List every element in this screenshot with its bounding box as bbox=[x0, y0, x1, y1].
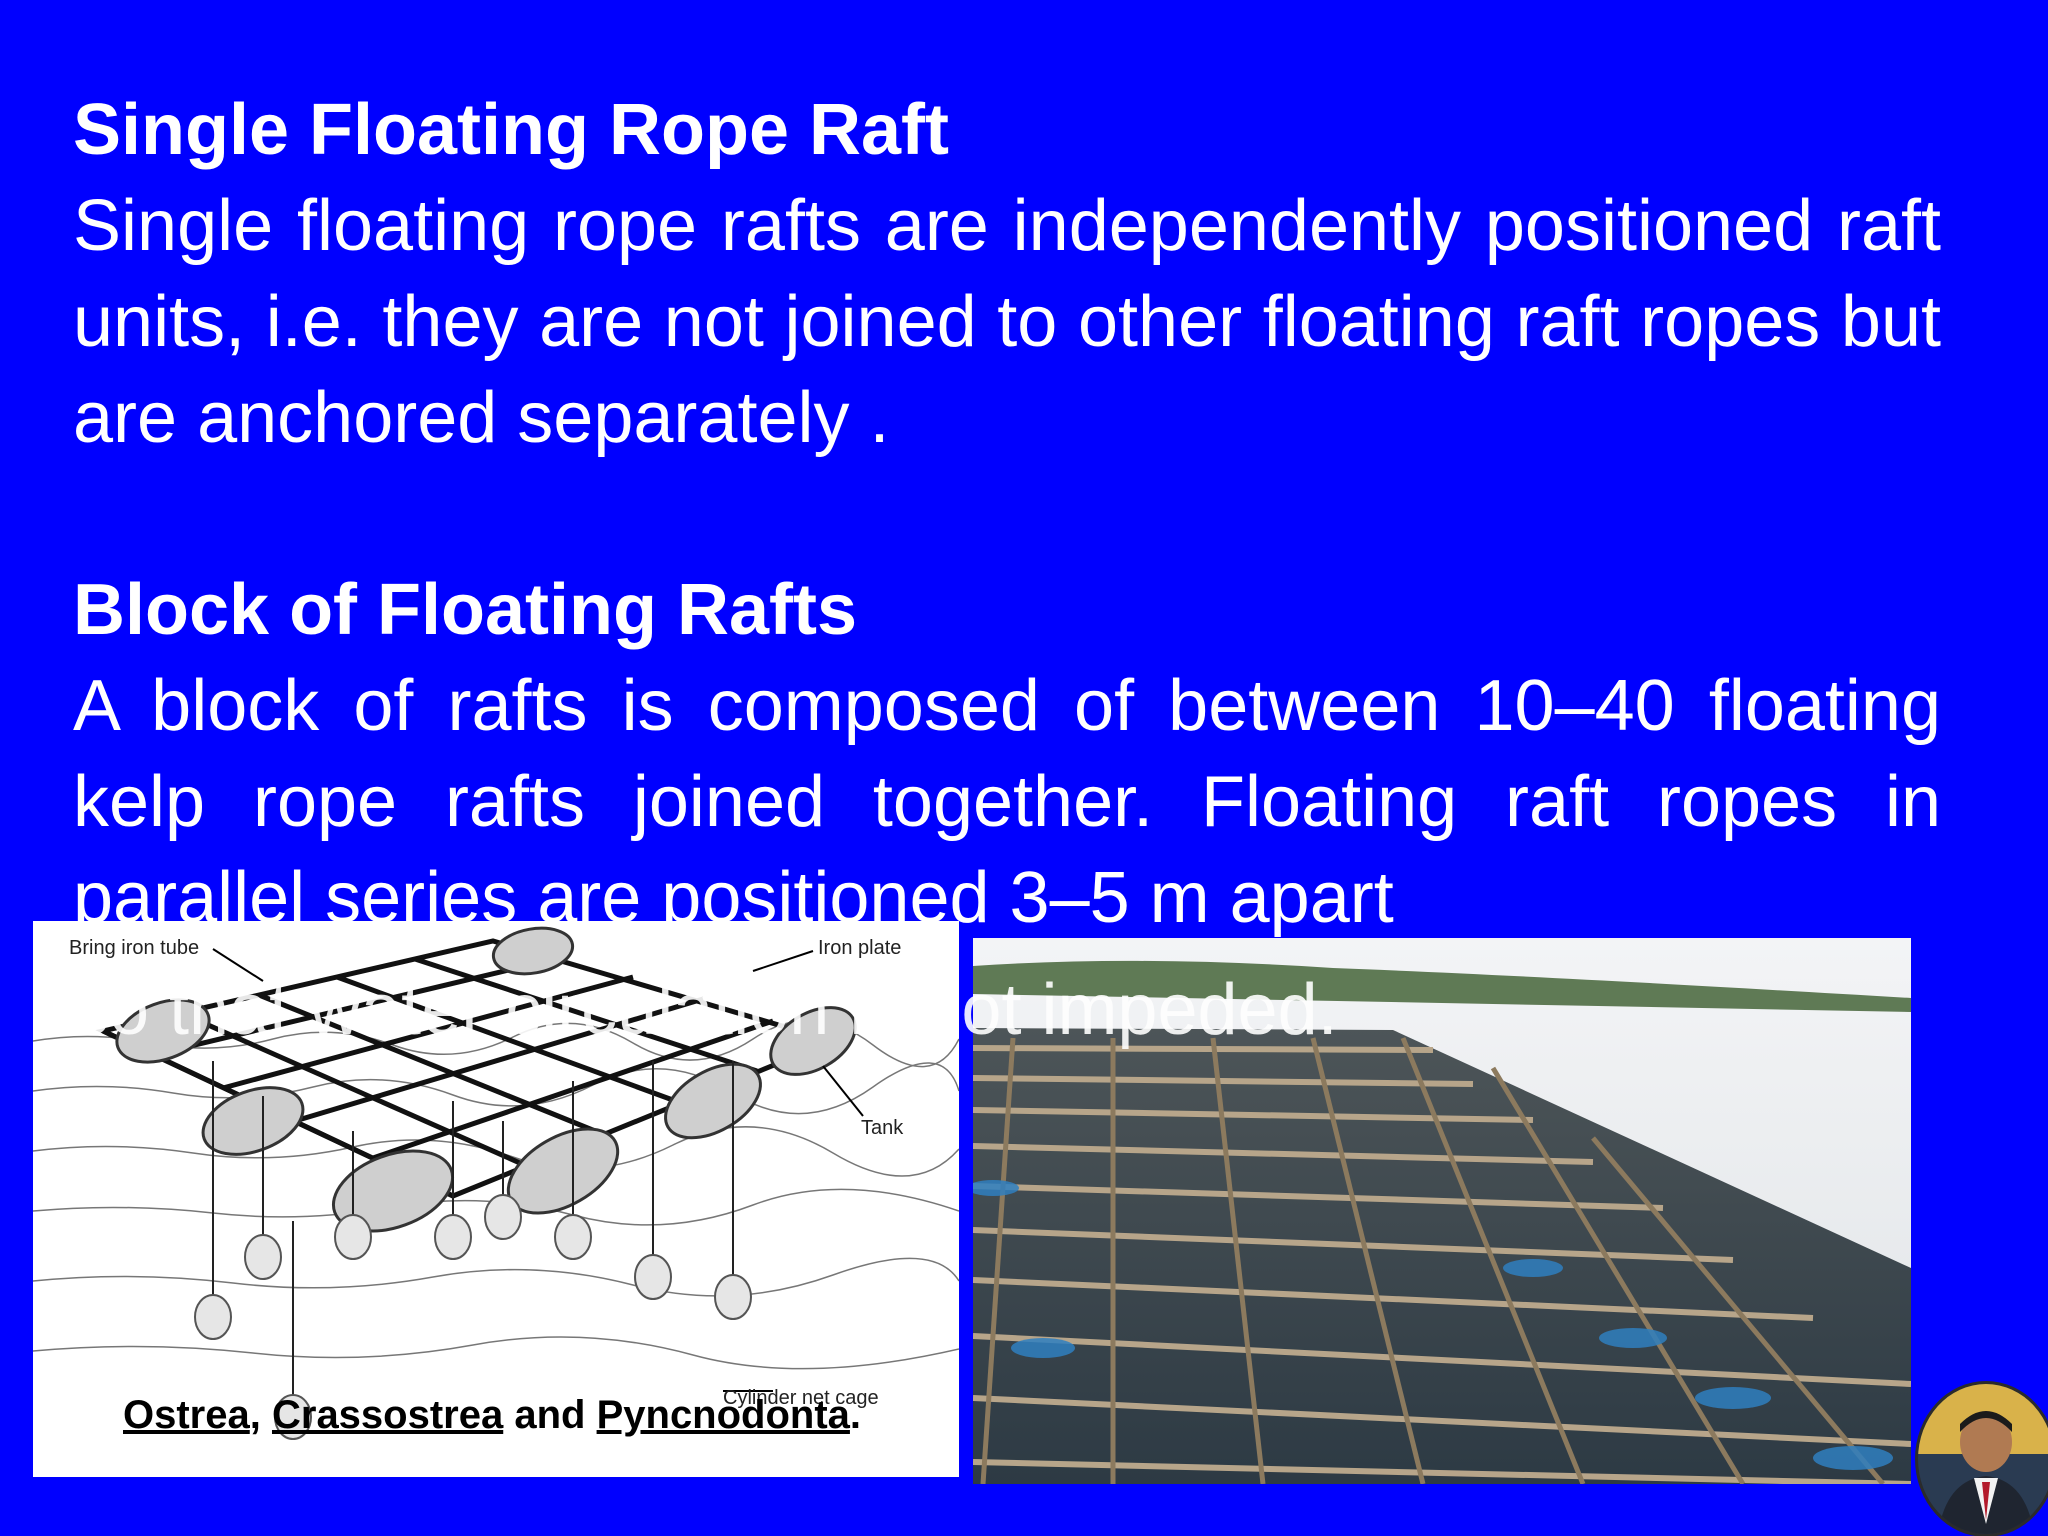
caption-end: . bbox=[849, 1393, 862, 1437]
diagram-caption: Ostrea, Crassostrea and Pyncnodonta. bbox=[123, 1393, 861, 1438]
label-tank: Tank bbox=[861, 1117, 904, 1139]
raft-diagram: Bring iron tube Iron plate Tank Cylinder… bbox=[33, 921, 959, 1477]
label-iron-tube: Bring iron tube bbox=[69, 937, 200, 959]
label-cylinder-net-cage: Cylinder net cage bbox=[723, 1387, 879, 1409]
section-body-block-rafts: A block of rafts is composed of between … bbox=[73, 666, 1941, 938]
label-iron-plate: Iron plate bbox=[818, 937, 902, 959]
section-heading-single-raft: Single Floating Rope Raft bbox=[73, 90, 949, 170]
caption-genus-ostrea: Ostrea bbox=[123, 1393, 250, 1437]
caption-separator-2: and bbox=[503, 1393, 597, 1437]
presenter-avatar-drawing bbox=[1918, 1384, 2048, 1534]
raft-block-photo-drawing bbox=[973, 938, 1911, 1484]
presenter-avatar bbox=[1918, 1384, 2048, 1534]
caption-genus-crassostrea: Crassostrea bbox=[271, 1393, 504, 1437]
section-heading-block-rafts: Block of Floating Rafts bbox=[73, 570, 858, 650]
section-body-single-raft: Single floating rope rafts are independe… bbox=[73, 186, 1941, 458]
caption-genus-pyncnodonta: Pyncnodonta bbox=[596, 1393, 850, 1437]
raft-diagram-drawing bbox=[33, 926, 959, 1440]
caption-separator-1: , bbox=[249, 1393, 272, 1437]
section-body-block-rafts-overflow: so that water circulation is not impeded… bbox=[73, 970, 1338, 1050]
raft-block-photo bbox=[973, 938, 1911, 1484]
